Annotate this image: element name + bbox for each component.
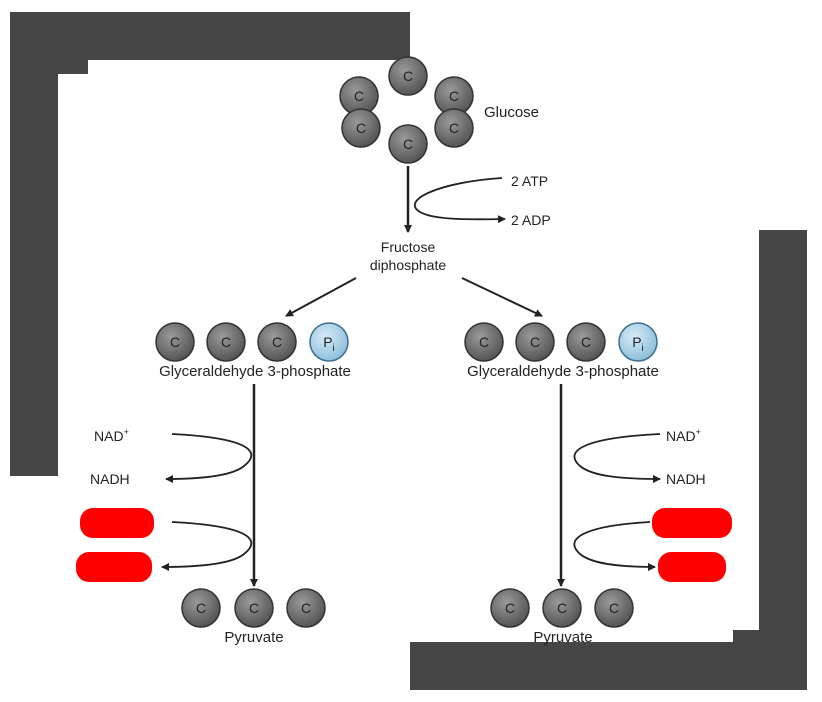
- left-nadh-label: NADH: [90, 471, 130, 487]
- glucose-label: Glucose: [484, 104, 539, 121]
- frame-top-left: [10, 12, 410, 476]
- g3p-molecule-left: C C C Pi: [155, 322, 349, 362]
- phosphate-group: Pi: [309, 322, 349, 362]
- svg-text:C: C: [479, 334, 489, 350]
- atp-in-label: 2 ATP: [511, 173, 548, 189]
- carbon-atom: C: [234, 588, 274, 628]
- fructose-label-line2: diphosphate: [370, 257, 447, 273]
- g3p-label-left: Glyceraldehyde 3-phosphate: [159, 363, 351, 380]
- carbon-atom: C: [542, 588, 582, 628]
- split-arrow-right: [461, 277, 543, 317]
- phosphate-group: Pi: [618, 322, 658, 362]
- svg-text:C: C: [505, 600, 515, 616]
- carbon-atom: C: [181, 588, 221, 628]
- carbon-atom: C: [206, 322, 246, 362]
- svg-text:C: C: [403, 136, 413, 152]
- pyruvate-molecule-right: C C C: [490, 588, 634, 628]
- atp-adp-curve-arrow: [413, 177, 506, 224]
- svg-text:C: C: [196, 600, 206, 616]
- pyruvate-molecule-left: C C C: [181, 588, 326, 628]
- carbon-atom: C: [515, 322, 555, 362]
- carbon-atom: C: [490, 588, 530, 628]
- svg-text:Pi: Pi: [323, 334, 335, 354]
- right-nad-label: NAD+: [666, 427, 701, 444]
- left-redacted-curve-arrow: [161, 521, 253, 571]
- adp-out-label: 2 ADP: [511, 212, 551, 228]
- redaction-box: [658, 552, 726, 582]
- carbon-atom: C: [388, 124, 428, 164]
- svg-text:C: C: [581, 334, 591, 350]
- svg-text:C: C: [221, 334, 231, 350]
- fructose-label-line1: Fructose: [381, 239, 436, 255]
- carbon-atom: C: [341, 108, 381, 148]
- svg-text:C: C: [609, 600, 619, 616]
- frame-bottom-right: [410, 230, 807, 690]
- carbon-atom: C: [388, 56, 428, 96]
- redaction-box: [76, 552, 152, 582]
- svg-text:C: C: [356, 120, 366, 136]
- left-nad-curve-arrow: [165, 433, 253, 483]
- carbon-atom: C: [257, 322, 297, 362]
- carbon-atom: C: [594, 588, 634, 628]
- split-arrow-left: [285, 277, 357, 317]
- right-nad-curve-arrow: [573, 433, 661, 483]
- svg-text:C: C: [449, 120, 459, 136]
- svg-text:C: C: [272, 334, 282, 350]
- right-redacted-curve-arrow: [573, 521, 656, 571]
- carbon-atom: C: [155, 322, 195, 362]
- glucose-molecule: C C C C C C: [339, 56, 474, 164]
- redaction-box: [80, 508, 154, 538]
- right-nadh-label: NADH: [666, 471, 706, 487]
- svg-text:C: C: [449, 88, 459, 104]
- pyruvate-label-left: Pyruvate: [224, 629, 283, 646]
- svg-text:C: C: [249, 600, 259, 616]
- g3p-label-right: Glyceraldehyde 3-phosphate: [467, 363, 659, 380]
- svg-text:C: C: [530, 334, 540, 350]
- redaction-box: [652, 508, 732, 538]
- pyruvate-label-right: Pyruvate: [533, 629, 592, 646]
- svg-text:Pi: Pi: [632, 334, 644, 354]
- svg-text:C: C: [354, 88, 364, 104]
- svg-text:C: C: [170, 334, 180, 350]
- left-nad-label: NAD+: [94, 427, 129, 444]
- g3p-molecule-right: C C C Pi: [464, 322, 658, 362]
- carbon-atom: C: [464, 322, 504, 362]
- carbon-atom: C: [566, 322, 606, 362]
- svg-text:C: C: [403, 68, 413, 84]
- svg-text:C: C: [301, 600, 311, 616]
- carbon-atom: C: [286, 588, 326, 628]
- carbon-atom: C: [434, 108, 474, 148]
- svg-text:C: C: [557, 600, 567, 616]
